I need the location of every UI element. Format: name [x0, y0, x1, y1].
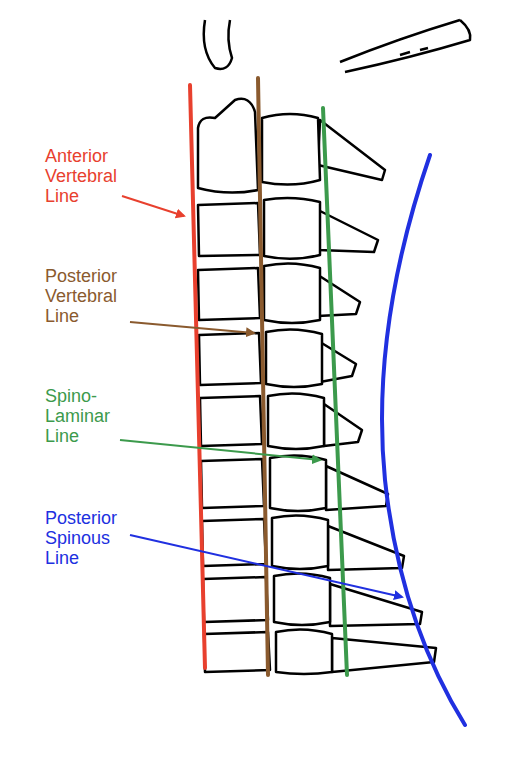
posterior-spinous-line	[382, 155, 465, 725]
line-label: Anterior Vertebral Line	[45, 146, 117, 206]
vertebrae	[198, 99, 436, 674]
line-label: Posterior Vertebral Line	[45, 266, 117, 326]
posterior-vertebral-line	[258, 78, 268, 675]
skull-base	[204, 20, 471, 72]
spino-laminar-line	[323, 108, 347, 675]
alignment-lines	[190, 78, 465, 725]
leader-arrow	[120, 440, 320, 460]
leader-arrow	[122, 196, 184, 216]
line-label: Spino- Laminar Line	[45, 386, 110, 446]
leader-arrows	[120, 196, 402, 597]
leader-arrow	[130, 322, 254, 333]
anterior-vertebral-line	[190, 85, 205, 668]
line-label: Posterior Spinous Line	[45, 508, 117, 568]
leader-arrow	[130, 535, 402, 597]
